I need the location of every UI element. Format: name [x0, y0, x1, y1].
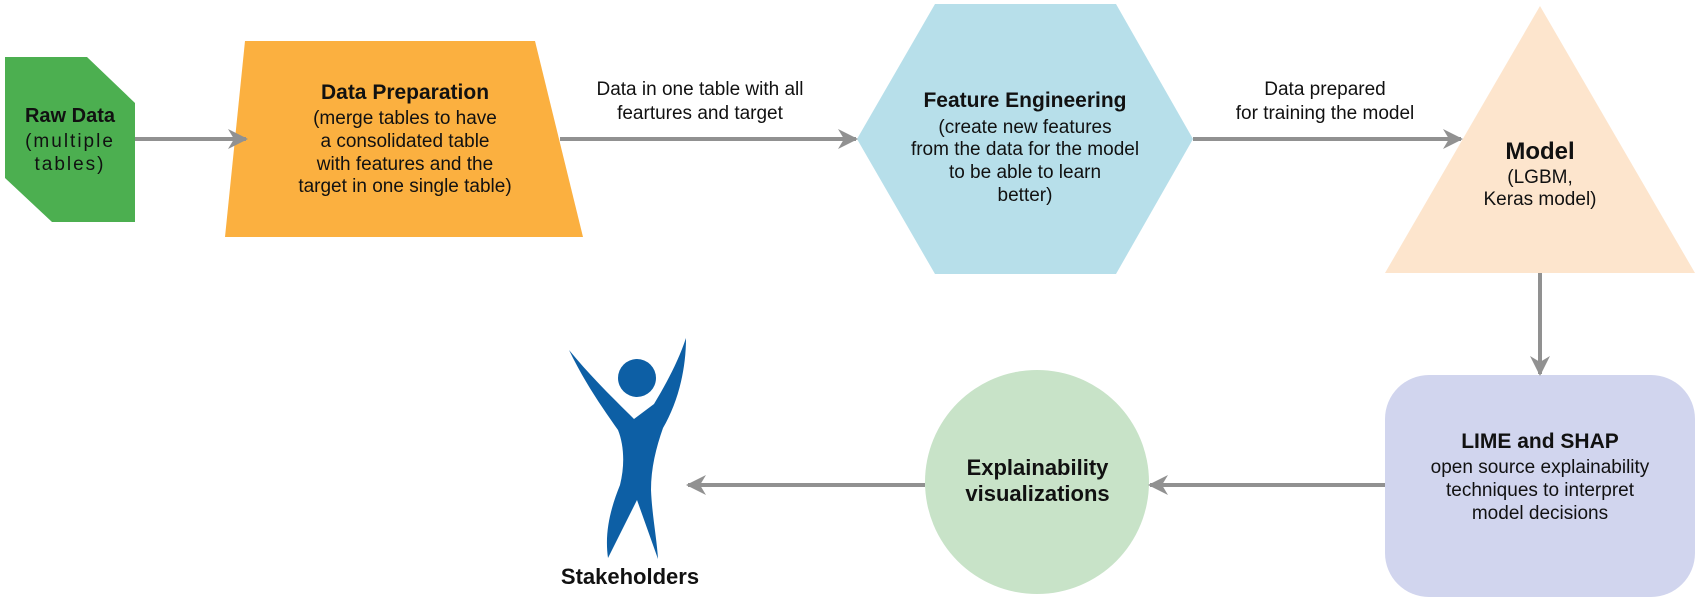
- explainability-node: Explainability visualizations: [935, 445, 1140, 520]
- raw-data-node: Raw Data (multiple tables): [5, 95, 135, 185]
- feature-engineering-shape: [857, 4, 1193, 274]
- stakeholders-node: Stakeholders: [530, 563, 730, 595]
- person-arms-raised-icon: [569, 338, 686, 559]
- edge-label-prep-to-feature: Data in one table with all feartures and…: [596, 79, 804, 124]
- model-shape: [1385, 6, 1695, 273]
- explainability-title: Explainability visualizations: [965, 454, 1110, 506]
- raw-data-title: Raw Data: [24, 104, 116, 127]
- feature-engineering-title: Feature Engineering: [923, 89, 1127, 113]
- data-preparation-node: Data Preparation (merge tables to have a…: [255, 72, 555, 207]
- lime-shap-title: LIME and SHAP: [1461, 430, 1619, 454]
- data-preparation-title: Data Preparation: [320, 80, 490, 104]
- model-subtitle: (LGBM, Keras model): [1483, 166, 1597, 211]
- model-node: Model (LGBM, Keras model): [1440, 130, 1640, 220]
- feature-engineering-subtitle: (create new features from the data for t…: [910, 116, 1140, 206]
- data-preparation-subtitle: (merge tables to have a consolidated tab…: [298, 108, 512, 198]
- explainability-shape: [925, 370, 1149, 594]
- raw-data-subtitle: (multiple tables): [25, 130, 115, 175]
- lime-shap-shape: [1385, 375, 1695, 597]
- lime-shap-node: LIME and SHAP open source explainability…: [1395, 420, 1685, 535]
- edge-label-feature-to-model: Data prepared for training the model: [1235, 79, 1415, 124]
- model-title: Model: [1505, 137, 1575, 165]
- stakeholders-label: Stakeholders: [560, 564, 700, 590]
- feature-engineering-node: Feature Engineering (create new features…: [880, 78, 1170, 218]
- lime-shap-subtitle: open source explainability techniques to…: [1430, 457, 1650, 524]
- raw-data-shape: [5, 57, 135, 222]
- data-preparation-shape: [225, 41, 583, 237]
